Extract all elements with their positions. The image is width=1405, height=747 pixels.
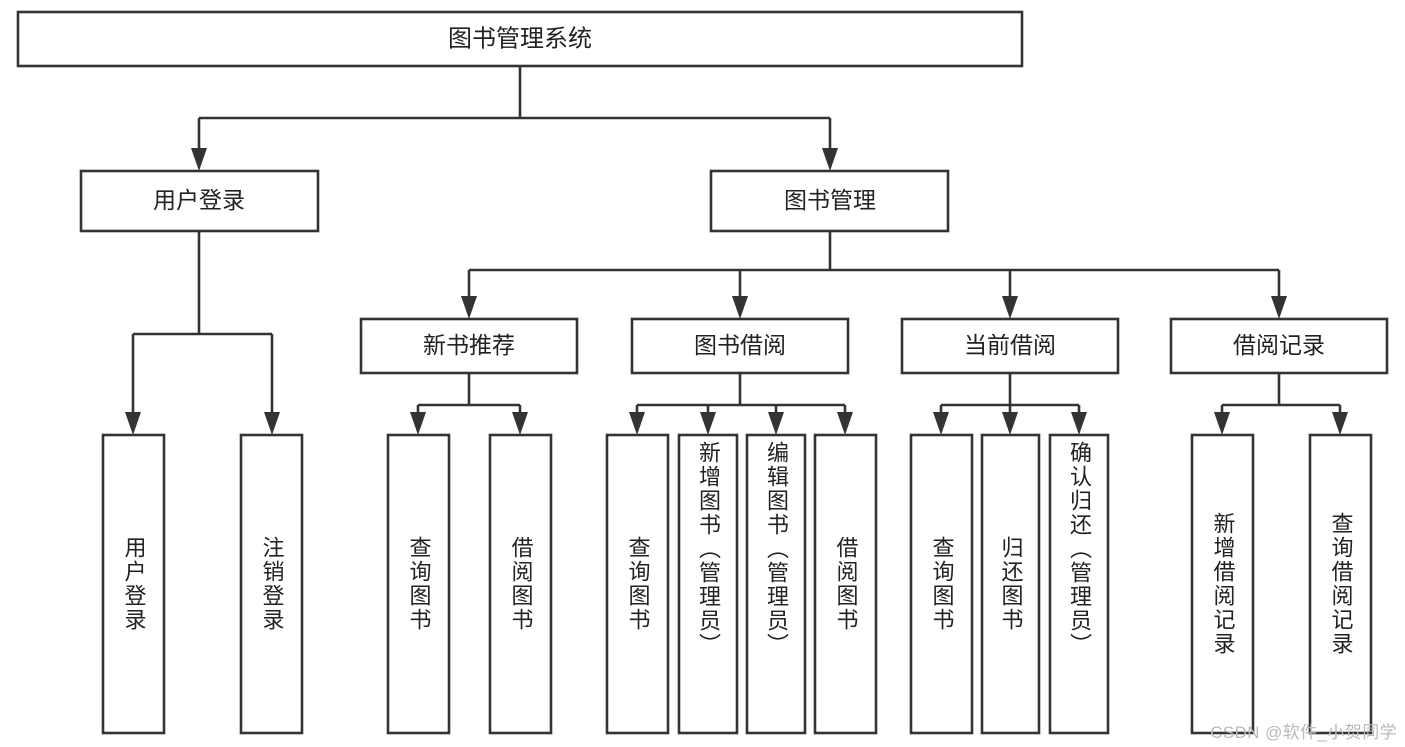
node-root-box[interactable] — [16, 10, 1024, 68]
node-book-manage-box[interactable] — [709, 169, 950, 233]
node-leaf-query-book-3-box[interactable] — [909, 433, 974, 735]
arrow-new-book-recommend — [461, 296, 477, 319]
node-leaf-borrow-book-1-box[interactable] — [488, 433, 553, 735]
node-borrow-record-label: 借阅记录 — [1233, 332, 1325, 358]
node-leaf-query-book-2-box[interactable] — [605, 433, 670, 735]
arrow-leaf-add-borrow-record — [1214, 412, 1230, 435]
node-leaf-confirm-return-admin-box[interactable] — [1048, 433, 1110, 735]
connector-borrow-record-to-leaves — [1214, 373, 1348, 435]
node-user-login-label: 用户登录 — [153, 187, 245, 213]
node-leaf-return-book-box[interactable] — [980, 433, 1041, 735]
arrow-leaf-add-book-admin — [700, 412, 716, 435]
node-leaf-add-borrow-record-box[interactable] — [1190, 433, 1255, 735]
arrow-leaf-borrow-book-1 — [512, 412, 528, 435]
node-leaf-user-login-box[interactable] — [101, 433, 166, 735]
node-borrow-record-box[interactable] — [1169, 317, 1389, 375]
node-borrow-record[interactable]: 借阅记录 — [1169, 317, 1389, 375]
node-leaf-borrow-book-2-box[interactable] — [813, 433, 878, 735]
node-root[interactable]: 图书管理系统 — [16, 10, 1024, 68]
node-book-manage[interactable]: 图书管理 — [709, 169, 950, 233]
arrow-leaf-query-book-2 — [629, 412, 645, 435]
arrow-leaf-return-book — [1002, 412, 1018, 435]
arrow-borrow-record — [1271, 296, 1287, 319]
node-new-book-recommend-box[interactable] — [359, 317, 579, 375]
connector-user-login-to-leaves — [125, 231, 280, 435]
node-leaf-add-book-admin-box[interactable] — [677, 433, 739, 735]
node-leaf-edit-book-admin-box[interactable] — [745, 433, 807, 735]
connector-book-manage-to-level3 — [461, 231, 1287, 319]
node-current-borrow-box[interactable] — [900, 317, 1120, 375]
arrow-leaf-logout — [264, 412, 280, 435]
arrow-user-login — [191, 148, 207, 171]
node-user-login[interactable]: 用户登录 — [79, 169, 320, 233]
node-book-borrow-label: 图书借阅 — [694, 332, 786, 358]
connector-new-book-to-leaves — [410, 373, 528, 435]
node-new-book-recommend[interactable]: 新书推荐 — [359, 317, 579, 375]
node-current-borrow[interactable]: 当前借阅 — [900, 317, 1120, 375]
csdn-watermark: CSDN @软件_小贺同学 — [1210, 723, 1397, 742]
node-book-manage-label: 图书管理 — [784, 187, 876, 213]
arrow-leaf-borrow-book-2 — [837, 412, 853, 435]
node-leaf-logout-login-box[interactable] — [239, 433, 304, 735]
node-root-label: 图书管理系统 — [448, 25, 592, 52]
arrow-book-manage — [822, 148, 838, 171]
node-book-borrow-box[interactable] — [630, 317, 850, 375]
node-book-borrow[interactable]: 图书借阅 — [630, 317, 850, 375]
arrow-leaf-query-book-1 — [410, 412, 426, 435]
node-new-book-recommend-label: 新书推荐 — [423, 332, 515, 358]
arrow-leaf-query-borrow-record — [1332, 412, 1348, 435]
arrow-leaf-user-login — [125, 412, 141, 435]
node-leaf-query-borrow-record-box[interactable] — [1308, 433, 1373, 735]
arrow-book-borrow — [732, 296, 748, 319]
node-current-borrow-label: 当前借阅 — [964, 332, 1056, 358]
node-leaf-query-book-1-box[interactable] — [386, 433, 451, 735]
arrow-leaf-edit-book-admin — [768, 412, 784, 435]
connector-current-borrow-to-leaves — [933, 373, 1087, 435]
arrow-leaf-confirm-return-admin — [1071, 412, 1087, 435]
node-user-login-box[interactable] — [79, 169, 320, 233]
arrow-leaf-query-book-3 — [933, 412, 949, 435]
arrow-current-borrow — [1002, 296, 1018, 319]
connector-book-borrow-to-leaves — [629, 373, 853, 435]
connector-root-to-level2 — [191, 66, 838, 171]
